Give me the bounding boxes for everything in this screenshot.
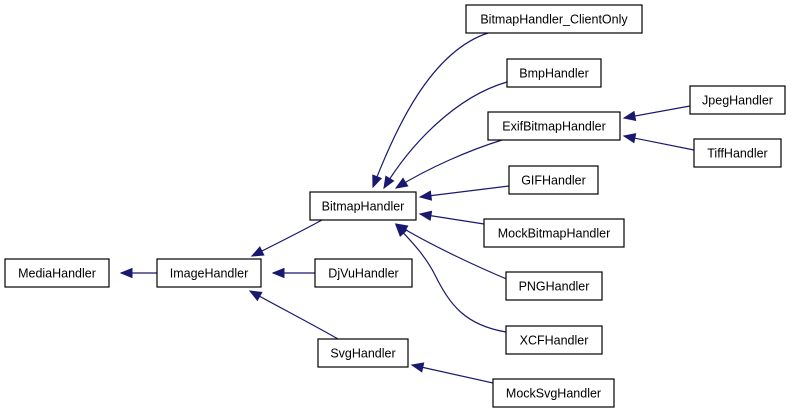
edge-line [383,81,508,189]
arrowhead-icon [622,133,637,144]
edges [119,32,695,384]
edge-bmphandler-to-bitmaphandler [383,81,508,190]
arrowhead-icon [271,267,285,279]
node-box[interactable] [505,325,603,355]
node-pnghandler[interactable]: PNGHandler [505,271,603,301]
edge-xcfhandler-to-bitmaphandler [395,224,507,333]
node-box[interactable] [4,258,110,288]
node-box[interactable] [317,338,409,368]
node-box[interactable] [156,258,262,288]
edge-mockbitmaphandler-to-bitmaphandler [418,210,485,225]
arrowhead-icon [372,174,383,189]
node-label: BmpHandler [519,67,588,81]
node-label: DjVuHandler [328,267,398,281]
node-mockbitmaphandler[interactable]: MockBitmapHandler [483,218,625,248]
node-label: ExifBitmapHandler [502,120,606,134]
node-label: ImageHandler [170,267,249,281]
node-box[interactable] [492,378,615,408]
node-box[interactable] [309,191,417,221]
node-box[interactable] [487,111,621,141]
node-box[interactable] [689,85,786,115]
edge-imagehandler-to-mediahandler [119,267,157,279]
edge-line [395,139,503,189]
node-label: PNGHandler [519,280,590,294]
node-xcfhandler[interactable]: XCFHandler [505,325,603,355]
node-box[interactable] [314,258,413,288]
node-label: MediaHandler [18,267,96,281]
edge-tiffhandler-to-exifbitmaphandler [622,133,695,151]
node-label: MockBitmapHandler [498,227,611,241]
node-imagehandler[interactable]: ImageHandler [156,258,262,288]
edge-line [411,364,494,384]
edge-exifbitmaphandler-to-bitmaphandler [394,139,503,189]
edge-mocksvghandler-to-svghandler [410,362,494,384]
node-label: XCFHandler [520,334,589,348]
edge-line [372,32,489,188]
edge-line [395,224,507,333]
node-bitmaphandler-clientonly[interactable]: BitmapHandler_ClientOnly [465,4,643,34]
nodes: MediaHandler ImageHandler BitmapHandlerDjV… [4,4,786,408]
arrowhead-icon [250,246,265,257]
arrowhead-icon [418,210,433,221]
node-box[interactable] [505,271,603,301]
arrowhead-icon [394,177,409,189]
node-box[interactable] [506,58,602,88]
node-label: BitmapHandler_ClientOnly [480,13,628,27]
edge-line [395,223,510,281]
node-label: GIFHandler [521,174,586,188]
edge-djvuhandler-to-imagehandler [271,267,315,279]
edge-line [251,219,323,257]
edge-gifhandler-to-bitmaphandler [418,185,510,201]
node-box[interactable] [693,138,782,168]
edge-svghandler-to-imagehandler [248,290,339,340]
node-mediahandler[interactable]: MediaHandler [4,258,110,288]
node-label: JpegHandler [702,94,773,108]
edge-line [419,185,510,198]
arrowhead-icon [395,224,408,237]
node-gifhandler[interactable]: GIFHandler [508,165,599,195]
arrowhead-icon [622,110,637,122]
arrowhead-icon [248,290,263,302]
node-box[interactable] [483,218,625,248]
node-label: BitmapHandler [322,200,405,214]
node-bitmaphandler[interactable]: BitmapHandler [309,191,417,221]
edge-bitmaphandler_clientonly-to-bitmaphandler [372,32,489,189]
node-label: SvgHandler [330,347,395,361]
node-box[interactable] [508,165,599,195]
edge-jpeghandler-to-exifbitmaphandler [622,105,691,122]
node-svghandler[interactable]: SvgHandler [317,338,409,368]
arrowhead-icon [383,175,395,190]
arrowhead-icon [418,190,433,201]
node-box[interactable] [465,4,643,34]
node-djvuhandler[interactable]: DjVuHandler [314,258,413,288]
node-tiffhandler[interactable]: TiffHandler [693,138,782,168]
edge-line [249,290,339,340]
node-label: TiffHandler [707,147,767,161]
node-jpeghandler[interactable]: JpegHandler [689,85,786,115]
node-exifbitmaphandler[interactable]: ExifBitmapHandler [487,111,621,141]
edge-bitmaphandler-to-imagehandler [250,219,323,257]
node-mocksvghandler[interactable]: MockSvgHandler [492,378,615,408]
arrowhead-icon [410,362,425,373]
edge-line [623,135,695,151]
arrowhead-icon [119,267,133,279]
node-bmphandler[interactable]: BmpHandler [506,58,602,88]
node-label: MockSvgHandler [506,387,601,401]
